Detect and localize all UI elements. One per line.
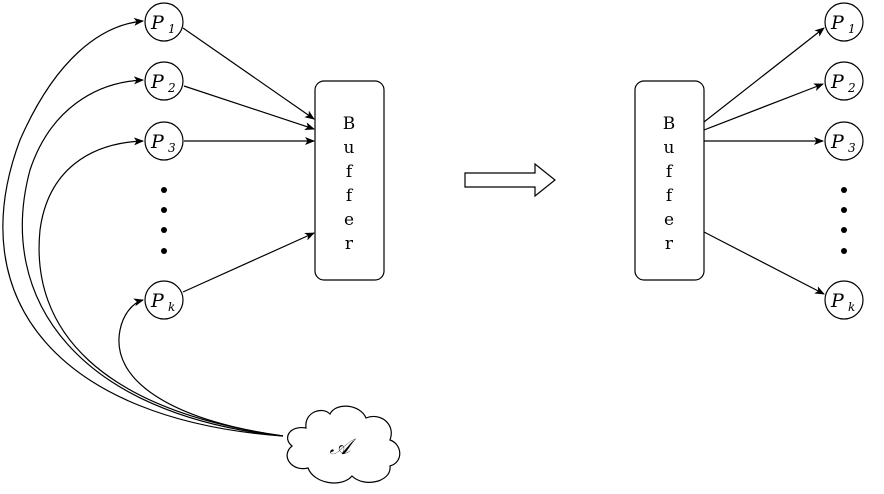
left-pk-label: P <box>150 290 165 312</box>
left-pk-subscript: k <box>168 300 175 314</box>
left-node-p1: P 1 <box>144 2 184 42</box>
left-node-p3: P 3 <box>144 121 184 161</box>
right-node-p3: P 3 <box>824 121 864 161</box>
left-ellipsis-dots <box>161 187 167 254</box>
left-buffer-letter-5: e <box>344 210 354 230</box>
left-buffer: B u f f e r <box>314 80 385 281</box>
right-p2-label: P <box>830 71 845 93</box>
transition-arrow <box>464 162 556 198</box>
right-buffer-letter-6: r <box>665 234 674 254</box>
left-buffer-letter-1: B <box>343 114 356 134</box>
edge-buffer-to-right-pk <box>703 231 825 295</box>
edge-buffer-to-right-p1 <box>703 27 825 123</box>
right-buffer-letter-3: f <box>666 162 674 182</box>
edge-p2-to-buffer <box>183 85 315 130</box>
edge-p1-to-buffer <box>182 27 315 120</box>
left-buffer-letter-6: r <box>345 234 354 254</box>
right-pk-subscript: k <box>848 300 855 314</box>
right-p3-label: P <box>830 131 845 153</box>
edge-adversary-to-p1 <box>2 17 284 437</box>
left-p1-label: P <box>150 12 165 34</box>
right-p2-subscript: 2 <box>847 81 856 95</box>
left-p3-label: P <box>150 131 165 153</box>
right-node-p2: P 2 <box>824 61 864 101</box>
edge-adversary-to-p2 <box>21 76 284 437</box>
right-node-pk: P k <box>824 280 864 320</box>
left-p2-label: P <box>150 71 165 93</box>
left-buffer-letter-3: f <box>346 162 354 182</box>
right-buffer-letter-5: e <box>664 210 674 230</box>
right-p1-subscript: 1 <box>848 22 856 36</box>
left-p1-subscript: 1 <box>168 22 176 36</box>
left-node-pk: P k <box>144 280 184 320</box>
edge-adversary-to-pk <box>118 298 284 437</box>
right-pk-label: P <box>830 290 845 312</box>
adversary-cloud: 𝒜 <box>286 405 401 484</box>
left-p2-subscript: 2 <box>167 81 176 95</box>
right-ellipsis-dots <box>841 187 847 254</box>
left-p3-subscript: 3 <box>168 141 176 155</box>
right-node-p1: P 1 <box>824 2 864 42</box>
left-buffer-letter-4: f <box>346 186 354 206</box>
right-buffer-letter-4: f <box>666 186 674 206</box>
right-buffer-letter-2: u <box>664 138 675 158</box>
right-buffer-letter-1: B <box>663 114 676 134</box>
left-node-p2: P 2 <box>144 61 184 101</box>
right-p3-subscript: 3 <box>848 141 856 155</box>
left-buffer-letter-2: u <box>344 138 355 158</box>
edge-pk-to-buffer <box>182 232 315 293</box>
edge-adversary-to-p3 <box>38 137 284 437</box>
edge-buffer-to-right-p2 <box>703 83 824 131</box>
right-buffer: B u f f e r <box>634 80 705 281</box>
right-p1-label: P <box>830 12 845 34</box>
